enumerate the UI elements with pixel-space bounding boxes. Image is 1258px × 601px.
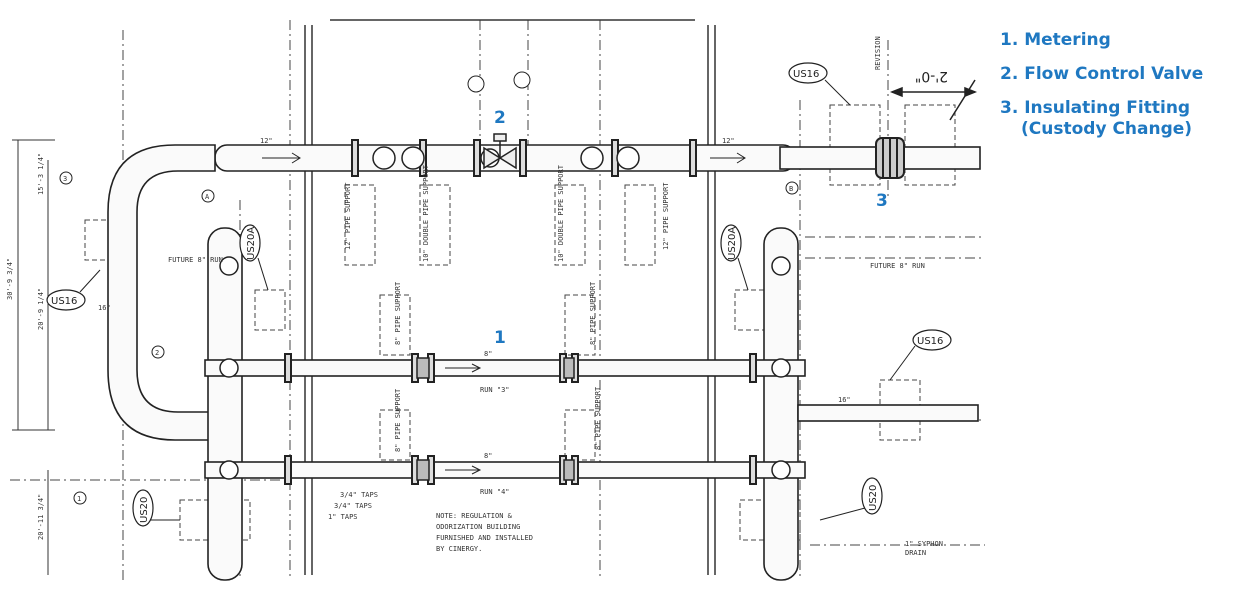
circle-1-label: 1 bbox=[77, 495, 81, 503]
note-8-lower: 8" bbox=[484, 452, 492, 460]
dimension-2ft bbox=[889, 79, 978, 121]
legend-item-insulating-fitting-line1: 3. Insulating Fitting bbox=[1000, 98, 1191, 118]
note-8-upper: 8" bbox=[484, 350, 492, 358]
note-taps-2: 3/4" TAPS bbox=[334, 502, 372, 510]
run-3-pipe bbox=[204, 359, 806, 377]
note-12-right: 12" bbox=[722, 137, 735, 145]
valve-bodies bbox=[219, 146, 791, 480]
note-line-2: ODORIZATION BUILDING bbox=[436, 523, 520, 531]
meter-bodies bbox=[416, 357, 575, 481]
piping-diagram: 2'-0" 15'-3 1/4" 30'-9 3/4" 20'-9 1/4" 2… bbox=[6, 19, 985, 581]
note-support-10-left: 10" DOUBLE PIPE SUPPORT bbox=[422, 164, 430, 262]
dimension-label: 2'-0" bbox=[915, 68, 948, 84]
legend-item-metering: 1. Metering bbox=[1000, 30, 1111, 50]
callout-1: 1 bbox=[494, 328, 506, 348]
tag-us16-left: US16 bbox=[51, 296, 77, 307]
pipes bbox=[107, 144, 981, 581]
note-16-right: 16" bbox=[838, 396, 851, 404]
grid-lines bbox=[10, 20, 985, 580]
note-future-left: FUTURE 8" RUN bbox=[168, 256, 223, 264]
note-support-8d: 8" PIPE SUPPORT bbox=[594, 386, 602, 450]
note-future-right: FUTURE 8" RUN bbox=[870, 262, 925, 270]
tag-us20a-right: US20A bbox=[727, 227, 738, 260]
note-support-10-right: 10" DOUBLE PIPE SUPPORT bbox=[557, 164, 565, 262]
legend-item-insulating-fitting-line2: (Custody Change) bbox=[1021, 119, 1193, 139]
legend-item-flow-control-valve: 2. Flow Control Valve bbox=[1000, 64, 1204, 84]
note-taps-3: 1" TAPS bbox=[328, 513, 358, 521]
flanges bbox=[284, 139, 757, 485]
insulating-fitting-symbol bbox=[875, 137, 905, 179]
left-bend-pipe bbox=[107, 144, 216, 441]
circle-3-label: 3 bbox=[63, 175, 67, 183]
tag-us20-left: US20 bbox=[139, 497, 150, 523]
right-vertical-header bbox=[763, 227, 799, 581]
legend: 1. Metering 2. Flow Control Valve 3. Ins… bbox=[1000, 30, 1255, 153]
building-outline bbox=[304, 19, 716, 575]
callout-2: 2 bbox=[494, 108, 506, 128]
flow-arrows bbox=[262, 152, 746, 475]
note-taps-1: 3/4" TAPS bbox=[340, 491, 378, 499]
note-line-3: FURNISHED AND INSTALLED bbox=[436, 534, 533, 542]
note-support-8b: 8" PIPE SUPPORT bbox=[589, 281, 597, 345]
note-12-left: 12" bbox=[260, 137, 273, 145]
right-branch-pipe bbox=[797, 404, 979, 422]
vdim-3: 20'-9 1/4" bbox=[37, 288, 45, 330]
circle-a-label: A bbox=[205, 193, 210, 201]
vdim-4: 20'-11 3/4" bbox=[37, 494, 45, 540]
note-support-12-right: 12" PIPE SUPPORT bbox=[662, 182, 670, 250]
note-run-4: RUN "4" bbox=[480, 488, 510, 496]
note-revision: REVISION bbox=[874, 36, 882, 70]
note-siphon-1: 1" SYPHON bbox=[905, 540, 943, 548]
note-support-8c: 8" PIPE SUPPORT bbox=[394, 388, 402, 452]
flow-control-valve-symbol bbox=[483, 133, 517, 170]
note-line-4: BY CINERGY. bbox=[436, 545, 482, 553]
left-vertical-header bbox=[207, 227, 243, 581]
note-support-8a: 8" PIPE SUPPORT bbox=[394, 281, 402, 345]
tag-us20-right: US20 bbox=[868, 485, 879, 511]
tag-us16-right: US16 bbox=[917, 336, 943, 347]
tag-us20a-left: US20A bbox=[246, 227, 257, 260]
note-siphon-2: DRAIN bbox=[905, 549, 926, 557]
circle-b-label: B bbox=[789, 185, 793, 193]
reference-circles bbox=[59, 71, 799, 505]
tag-leaders bbox=[79, 79, 916, 521]
note-run-3: RUN "3" bbox=[480, 386, 510, 394]
note-support-12-left: 12" PIPE SUPPORT bbox=[344, 182, 352, 250]
note-16-left: 16" bbox=[98, 304, 111, 312]
tag-ellipses bbox=[46, 62, 952, 527]
note-line-1: NOTE: REGULATION & bbox=[436, 512, 513, 520]
tag-us16-top: US16 bbox=[793, 69, 819, 80]
callout-3: 3 bbox=[876, 191, 888, 211]
left-dimensions bbox=[12, 139, 55, 575]
legend-item-insulating-fitting: 3. Insulating Fitting (Custody Change) bbox=[1000, 98, 1255, 140]
vdim-1: 15'-3 1/4" bbox=[37, 153, 45, 195]
circle-2-label: 2 bbox=[155, 349, 159, 357]
run-4-pipe bbox=[204, 461, 806, 479]
vdim-2: 30'-9 3/4" bbox=[6, 258, 14, 300]
